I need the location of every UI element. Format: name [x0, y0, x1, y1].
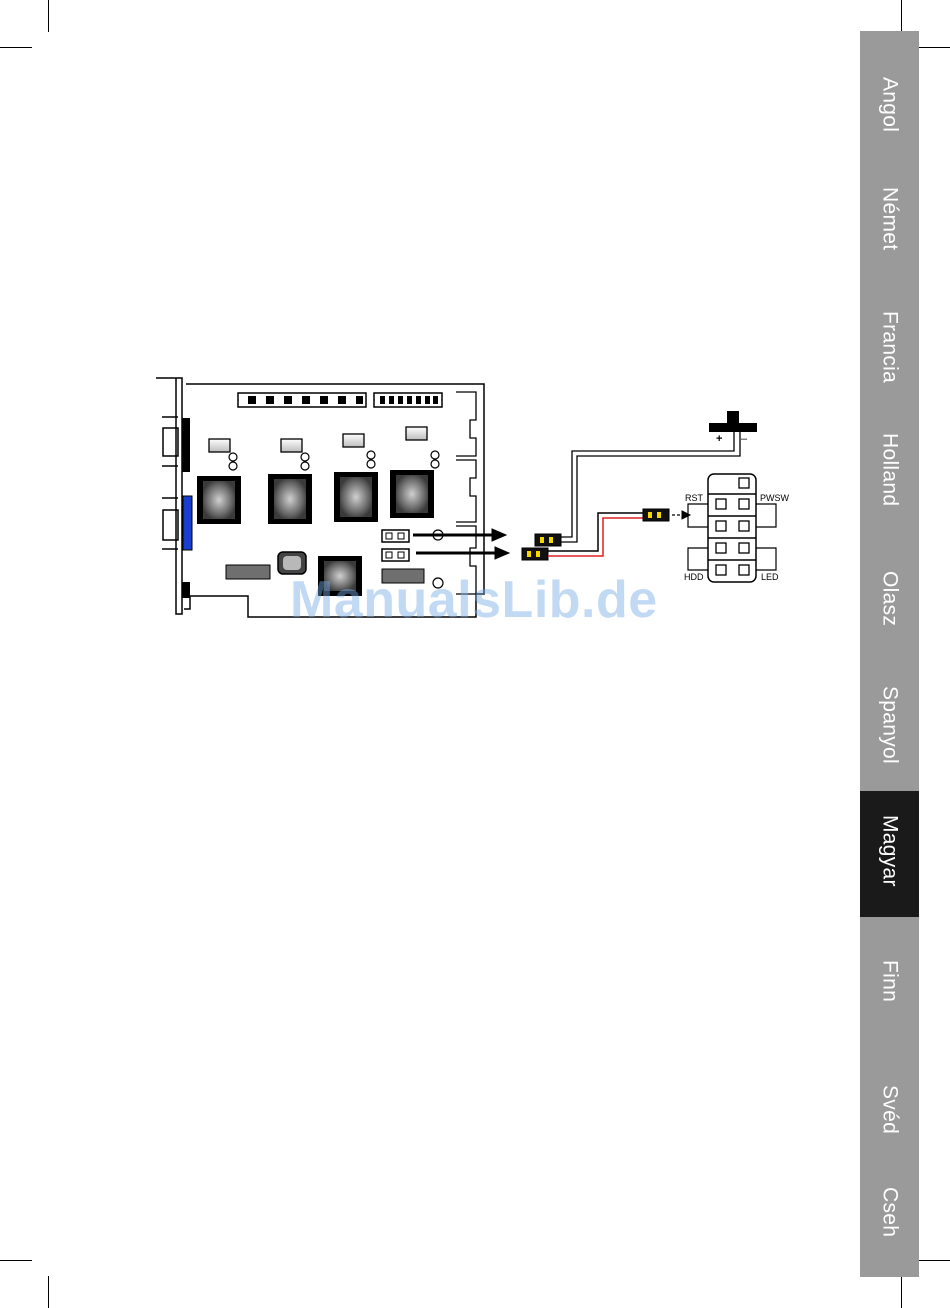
crystal	[283, 556, 301, 570]
tab-label: Angol	[878, 77, 902, 132]
arrow	[413, 529, 509, 559]
tab-magyar[interactable]: Magyar	[860, 791, 919, 917]
pci-bracket	[156, 378, 182, 614]
edge-connector	[456, 392, 476, 594]
tab-label: Svéd	[878, 1085, 902, 1134]
bracket-connector	[182, 582, 190, 598]
hdd-label: HDD	[684, 572, 704, 582]
tab-label: Olasz	[878, 571, 902, 626]
crop-mark	[0, 47, 32, 48]
cable-plug	[643, 509, 669, 521]
bracket-blue-connector	[183, 496, 192, 550]
tab-label: Spanyol	[878, 686, 902, 764]
tab-holland[interactable]: Holland	[860, 421, 919, 547]
tab-label: Német	[878, 187, 902, 250]
pwsw-label: PWSW	[760, 493, 790, 503]
crop-mark	[918, 47, 950, 48]
tab-label: Francia	[878, 311, 902, 383]
crop-mark	[901, 0, 902, 32]
tab-label: Finn	[878, 960, 902, 1002]
crop-mark	[918, 1260, 950, 1261]
led-pair	[229, 451, 439, 470]
rst-label: RST	[685, 493, 704, 503]
jumper-header	[382, 530, 409, 561]
crop-mark	[48, 0, 49, 32]
switch-minus-label: –	[741, 433, 748, 445]
tab-label: Magyar	[878, 815, 902, 887]
tab-olasz[interactable]: Olasz	[860, 559, 919, 685]
bracket-connector	[182, 418, 190, 472]
tab-label: Cseh	[878, 1187, 902, 1237]
tab-label: Holland	[878, 433, 902, 506]
crop-mark	[0, 1260, 32, 1261]
pin-header	[238, 393, 366, 407]
capacitor	[209, 427, 427, 452]
front-panel-header	[708, 474, 756, 582]
dashed-arrow	[672, 511, 690, 519]
crop-mark	[48, 1276, 49, 1308]
switch-plus-label: +	[716, 433, 722, 445]
led-label: LED	[761, 572, 779, 582]
language-tabs: Angol Német Francia Holland Olasz Spanyo…	[860, 31, 919, 1277]
tab-francia[interactable]: Francia	[860, 299, 919, 425]
ic-chip	[226, 565, 270, 579]
tab-nemet[interactable]: Német	[860, 175, 919, 301]
reset-wire	[548, 513, 645, 556]
tab-angol[interactable]: Angol	[860, 65, 919, 191]
tab-spanyol[interactable]: Spanyol	[860, 674, 919, 800]
tab-finn[interactable]: Finn	[860, 948, 919, 1074]
tab-cseh[interactable]: Cseh	[860, 1175, 919, 1301]
pin-header	[374, 393, 442, 407]
watermark: ManualsLib.de	[290, 570, 658, 630]
